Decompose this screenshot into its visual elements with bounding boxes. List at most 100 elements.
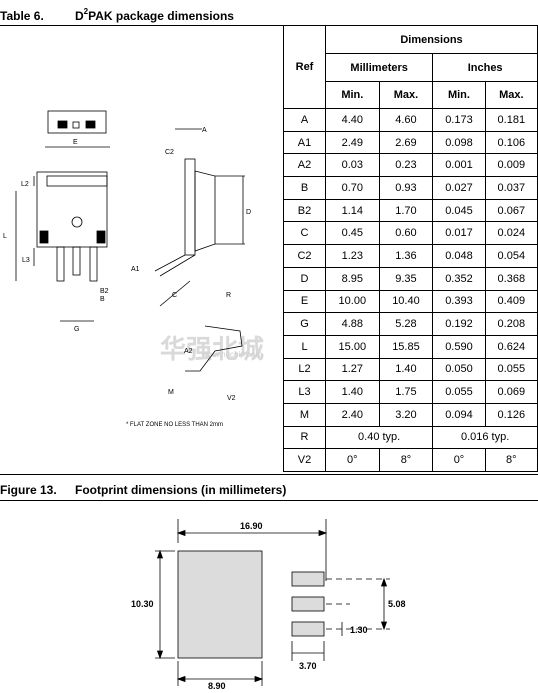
cell-ref: B [283, 176, 326, 200]
cell-ref: D [283, 266, 326, 291]
cell-in-max: 0.208 [484, 312, 538, 336]
cell-in-min: 0.055 [432, 380, 486, 404]
footprint-tab-pad [177, 550, 263, 659]
cell-mm-typ: 0.40 typ. [324, 425, 434, 450]
arrow-tab-left [176, 675, 186, 683]
label-l: L [3, 233, 7, 240]
footprint-drawing: 16.90 10.30 8.90 5.08 1 [131, 519, 406, 691]
label-v2: V2 [227, 395, 236, 402]
front-notch-left [39, 230, 49, 244]
label-a: A [202, 127, 207, 134]
dim-height-label: 10.30 [131, 599, 154, 609]
header-mm-max: Max. [378, 81, 434, 109]
arrow-tab-right [254, 675, 264, 683]
cell-in-max: 0.024 [484, 221, 538, 246]
cell-in-min: 0.590 [432, 334, 486, 359]
cell-ref: A2 [283, 153, 326, 178]
label-e: E [73, 139, 78, 146]
table-title-sup: 2 [83, 7, 89, 16]
label-b2: B2 [100, 288, 109, 295]
header-dimensions: Dimensions [325, 25, 538, 54]
dim-pitch-label: 5.08 [388, 599, 406, 609]
label-r: R [226, 292, 231, 299]
label-c: C [172, 292, 177, 299]
cell-mm-max: 15.85 [378, 334, 434, 359]
cell-in-max: 0.624 [484, 334, 538, 359]
figure-caption: Figure 13.Footprint dimensions (in milli… [0, 483, 286, 497]
cell-in-max: 0.067 [484, 198, 538, 223]
cell-in-min: 0.352 [432, 266, 486, 291]
cell-in-max: 0.181 [484, 108, 538, 132]
cell-mm-min: 15.00 [325, 334, 380, 359]
front-view-body [36, 171, 108, 248]
header-in-max: Max. [484, 81, 538, 109]
cell-ref: R [283, 425, 326, 450]
cell-in-max: 0.368 [484, 266, 538, 291]
cell-mm-max: 4.60 [378, 108, 434, 132]
table-row-v2: V2 0° 8° 0° 8° [283, 448, 538, 472]
label-l2: L2 [21, 181, 29, 188]
cell-ref: C2 [283, 244, 326, 268]
footprint-lead-pad-2 [291, 596, 325, 612]
top-view-lead-1 [57, 120, 68, 129]
cell-mm-min: 10.00 [325, 289, 380, 314]
cell-in-min: 0.173 [432, 108, 486, 132]
label-d: D [246, 209, 251, 216]
cell-ref: G [283, 312, 326, 336]
table-header-row-1: Ref Dimensions [283, 25, 538, 109]
cell-mm-min: 0.03 [325, 153, 380, 178]
label-c2: C2 [165, 149, 174, 156]
cell-mm-min: 2.49 [325, 130, 380, 155]
table-header-row-3: Min. Max. Min. Max. [284, 81, 538, 109]
dim-tab-label: 8.90 [208, 681, 226, 691]
table-title-rest: PAK package dimensions [88, 9, 234, 23]
cell-ref: L2 [283, 357, 326, 382]
side-view-lead [154, 254, 196, 277]
arrow-pitch-top [380, 577, 388, 587]
cell-mm-min: 1.27 [325, 357, 380, 382]
front-lead-1 [56, 246, 65, 282]
cell-in-max: 0.069 [484, 380, 538, 404]
cell-mm-min: 8.95 [325, 266, 380, 291]
cell-mm-max: 1.75 [378, 380, 434, 404]
cell-ref: V2 [283, 448, 326, 472]
cell-mm-max: 0.60 [378, 221, 434, 246]
cell-mm-min: 0° [325, 448, 380, 472]
cell-mm-min: 2.40 [325, 402, 380, 427]
cell-mm-min: 4.88 [325, 312, 380, 336]
cell-in-max: 0.054 [484, 244, 538, 268]
cell-ref: B2 [283, 198, 326, 223]
cell-mm-max: 8° [378, 448, 434, 472]
cell-in-min: 0.192 [432, 312, 486, 336]
arrow-width-left [176, 529, 186, 537]
header-inches: Inches [432, 53, 538, 82]
table-title-prefix: D [75, 9, 84, 23]
detail-profile [185, 325, 243, 372]
cell-ref: A1 [283, 130, 326, 155]
cell-mm-min: 0.70 [325, 176, 380, 200]
arrow-height-bottom [156, 650, 164, 660]
cell-mm-max: 10.40 [378, 289, 434, 314]
label-a2: A2 [184, 348, 193, 355]
dim-pad-width-label: 3.70 [299, 661, 317, 671]
footprint-lead-pad-1 [291, 571, 325, 587]
cell-mm-min: 0.45 [325, 221, 380, 246]
detail-arrow [159, 280, 191, 307]
cell-in-max: 0.409 [484, 289, 538, 314]
dim-pad-height-label: 1.30 [350, 625, 368, 635]
package-frame: 华强北城 www.hqchip.com E L L2 L3 [0, 25, 538, 475]
cell-in-min: 0.094 [432, 402, 486, 427]
table-caption: Table 6.D2PAK package dimensions [0, 7, 234, 23]
side-view-body [194, 170, 216, 252]
